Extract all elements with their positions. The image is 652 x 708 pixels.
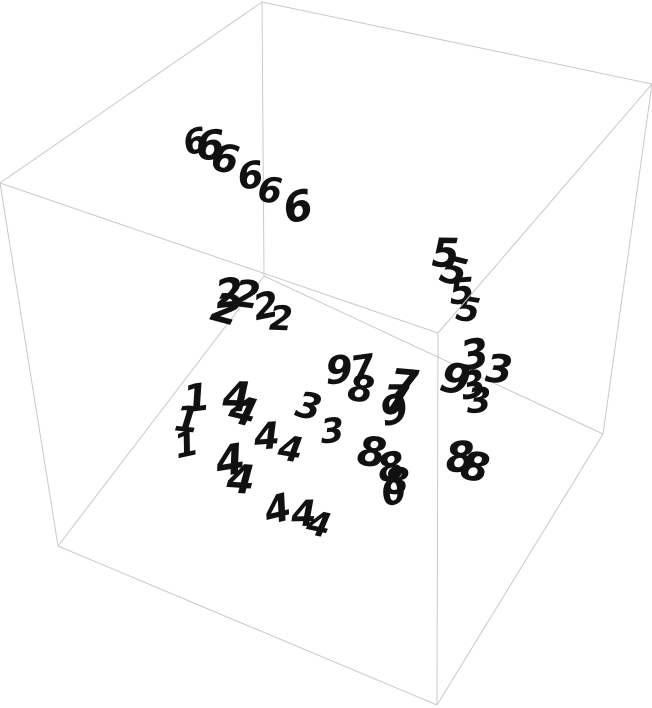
digit-point-7: 7: [384, 377, 411, 421]
digit-point-1: 1: [181, 375, 213, 422]
digit-point-6: 6: [235, 153, 266, 199]
digit-point-9: 9: [324, 348, 353, 394]
bounding-box-back-edges: [57, 1, 604, 547]
digit-point-4: 4: [274, 428, 305, 471]
digit-point-4: 4: [258, 484, 295, 533]
box-edge-top-front-left: [0, 182, 439, 334]
digit-point-2: 2: [213, 270, 245, 319]
digit-point-1: 1: [172, 398, 201, 441]
box-edge-top-back-left: [0, 1, 263, 184]
box-edge-vertical-right: [602, 83, 652, 435]
box-edge-bottom-front-right: [436, 433, 604, 706]
digit-point-4: 4: [290, 494, 317, 535]
digit-point-6: 6: [279, 179, 318, 233]
digit-point-6: 6: [256, 170, 284, 212]
digit-point-4: 4: [251, 414, 281, 459]
digit-point-7: 7: [387, 359, 421, 410]
digit-point-5: 5: [431, 231, 460, 277]
digit-point-4: 4: [224, 456, 256, 504]
digit-point-7: 7: [348, 347, 378, 390]
digit-point-2: 2: [268, 299, 293, 340]
box-edge-vertical-left: [0, 182, 59, 547]
digit-point-3: 3: [484, 347, 514, 394]
digit-point-2: 2: [231, 271, 263, 318]
digit-point-6: 6: [195, 121, 225, 170]
box-edge-top-back-right: [261, 1, 652, 85]
digit-point-3: 3: [319, 410, 346, 452]
box-edge-top-front-right: [437, 83, 652, 334]
digit-point-5: 5: [448, 271, 476, 314]
digit-point-8: 8: [382, 459, 410, 503]
digit-point-2: 2: [206, 282, 246, 336]
box-edge-back-left: [57, 275, 265, 547]
digit-point-8: 8: [354, 426, 389, 478]
box-edge-back-vertical: [261, 1, 265, 277]
box-edge-bottom-front-left: [57, 545, 438, 706]
digit-point-8: 8: [445, 432, 476, 482]
box-edge-back-right: [263, 275, 604, 435]
box-edge-vertical-front: [436, 332, 439, 706]
digit-point-4: 4: [221, 373, 251, 422]
digit-point-3: 3: [467, 381, 492, 421]
